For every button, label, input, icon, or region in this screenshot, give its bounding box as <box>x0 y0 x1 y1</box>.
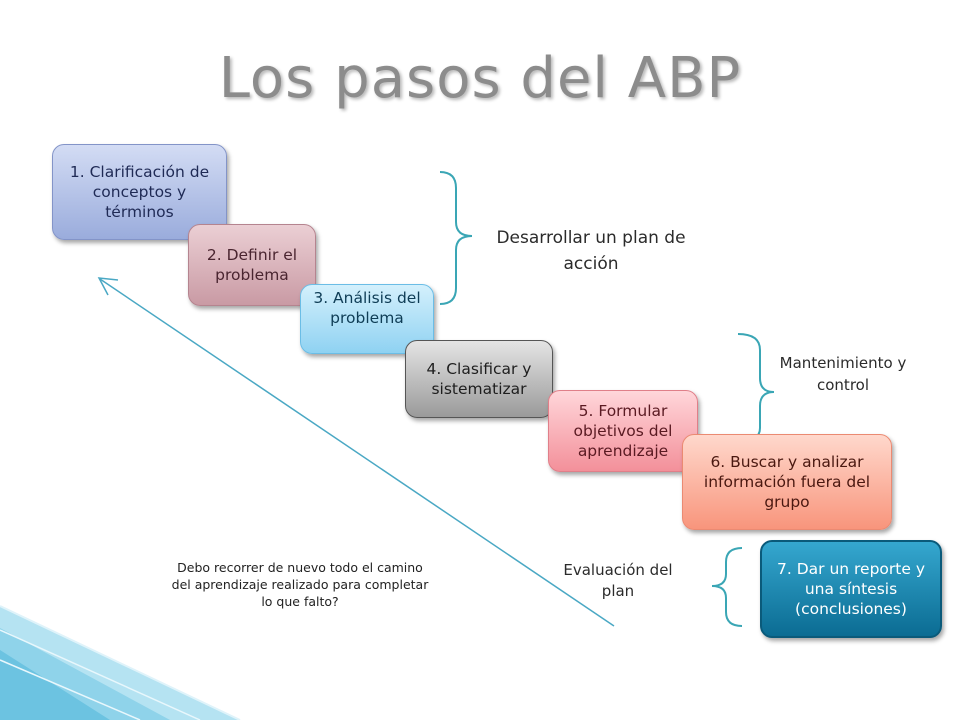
group-label-evaluation: Evaluación del plan <box>563 561 673 600</box>
bracket-evaluation <box>711 547 743 627</box>
step-4-label: 4. Clasificar y sistematizar <box>426 360 532 398</box>
bracket-plan <box>439 171 473 305</box>
slide-title: Los pasos del ABP <box>218 46 742 111</box>
return-arrow <box>97 277 615 627</box>
step-7-box: 7. Dar un reporte y una síntesis (conclu… <box>760 540 942 638</box>
reflection-note: Debo recorrer de nuevo todo el camino de… <box>171 560 429 609</box>
step-6-box: 6. Buscar y analizar información fuera d… <box>682 434 892 530</box>
step-2-label: 2. Definir el problema <box>206 246 298 284</box>
step-2-box: 2. Definir el problema <box>188 224 316 306</box>
step-5-label: 5. Formular objetivos del aprendizaje <box>573 402 673 460</box>
step-5-box: 5. Formular objetivos del aprendizaje <box>548 390 698 472</box>
step-6-label: 6. Buscar y analizar información fuera d… <box>703 453 871 511</box>
step-1-label: 1. Clarificación de conceptos y términos <box>69 163 210 221</box>
step-3-label: 3. Análisis del problema <box>313 289 421 327</box>
step-7-label: 7. Dar un reporte y una síntesis (conclu… <box>777 560 925 618</box>
group-label-plan: Desarrollar un plan de acción <box>496 228 686 274</box>
corner-decoration <box>0 605 241 720</box>
step-4-box: 4. Clasificar y sistematizar <box>405 340 553 418</box>
group-label-maintenance: Mantenimiento y control <box>779 354 907 394</box>
